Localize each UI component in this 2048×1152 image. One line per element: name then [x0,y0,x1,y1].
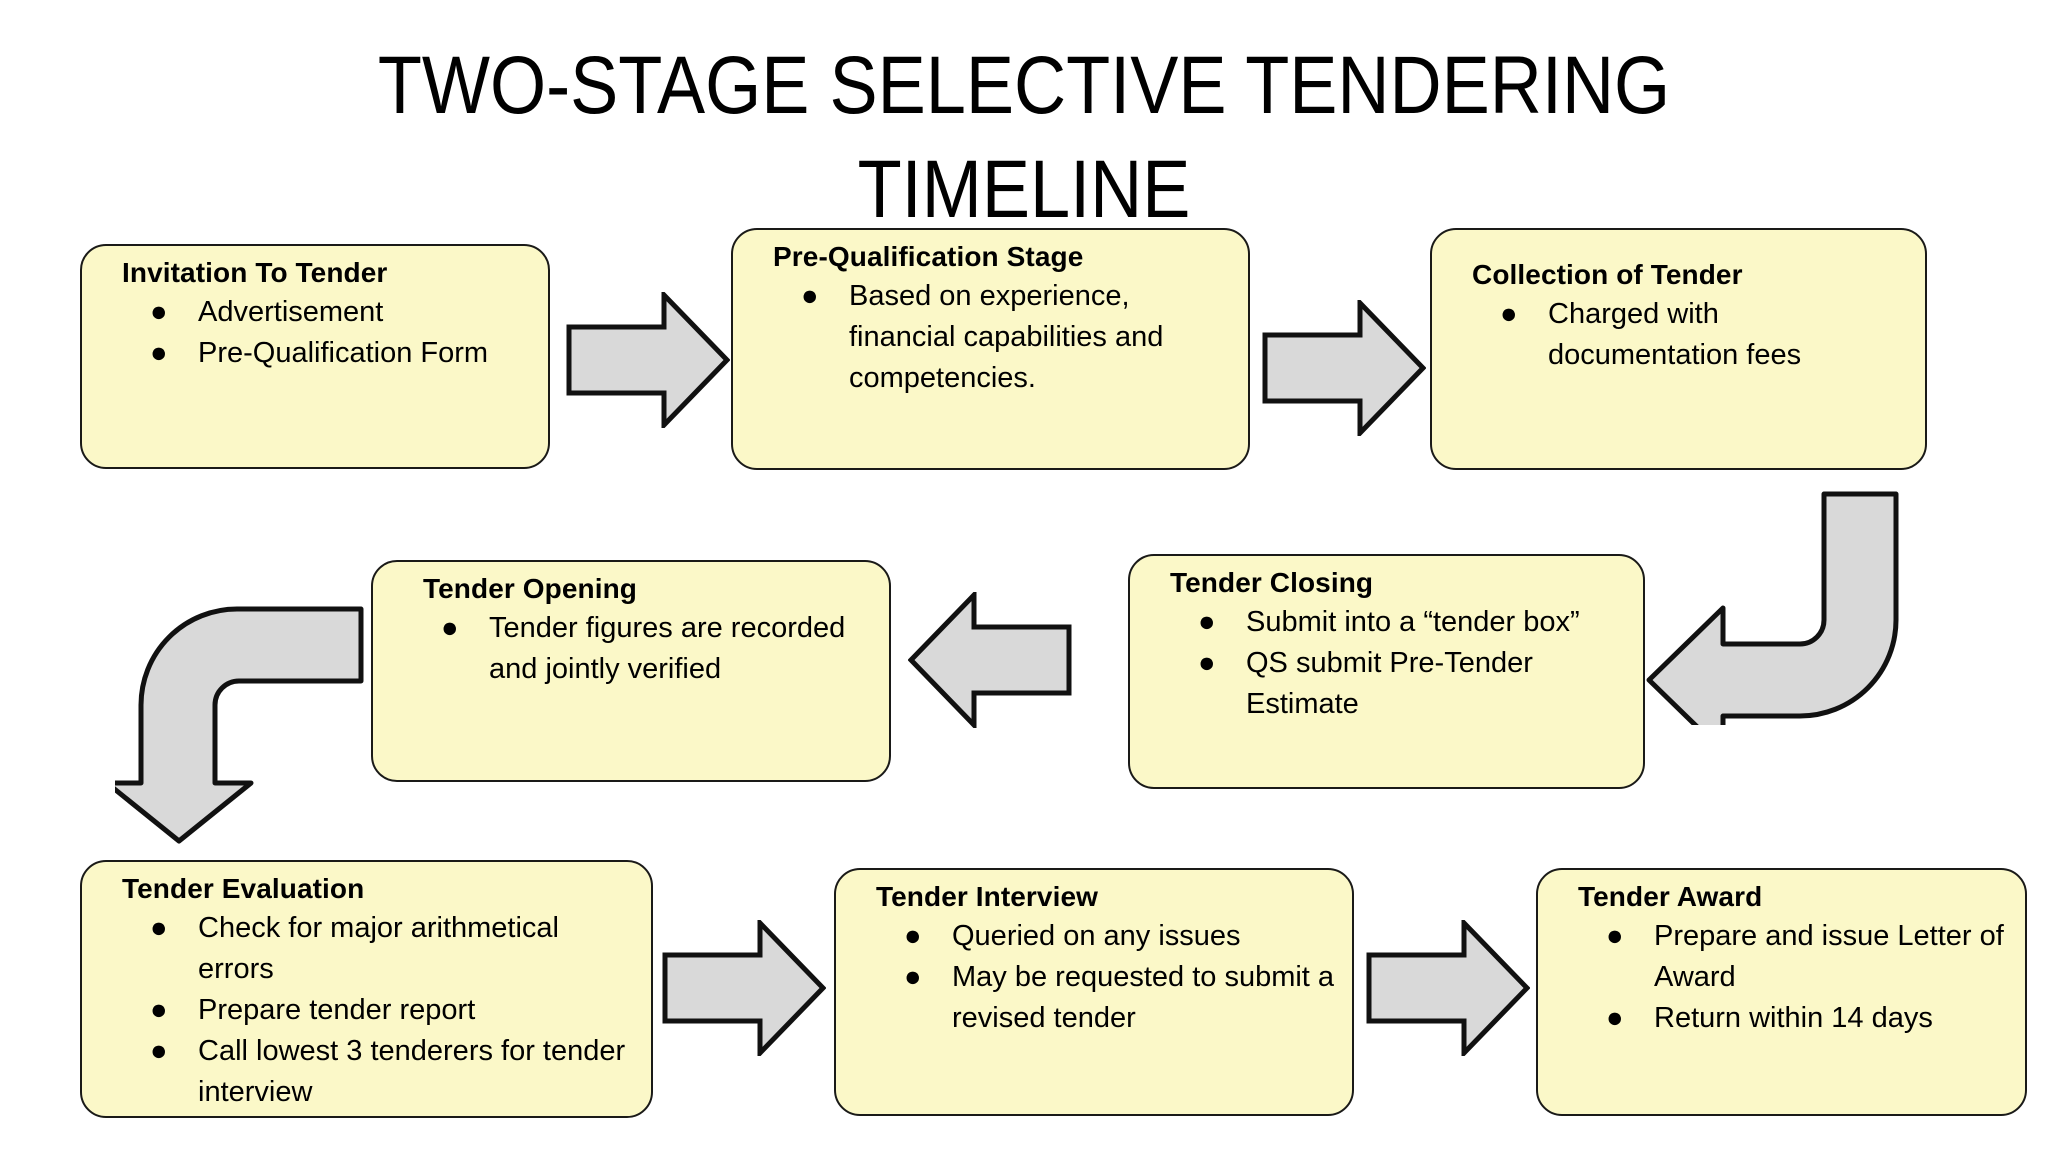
bullet-icon: ● [1198,606,1216,638]
list-item: ●Submit into a “tender box” [1152,602,1629,643]
node-title: Invitation To Tender [122,257,388,288]
list-item: ●Tender figures are recorded and jointly… [395,608,875,690]
node-bullet-list: ●Tender figures are recorded and jointly… [395,608,875,690]
node-bullet-list: ●Submit into a “tender box” ●QS submit P… [1152,602,1629,725]
arrow-invitation-to-prequalification [566,292,730,428]
list-item: ●Call lowest 3 tenderers for tender inte… [104,1031,637,1113]
node-tender-interview[interactable]: Tender Interview ●Queried on any issues … [834,868,1354,1116]
bullet-icon: ● [441,612,459,644]
list-item: ●Prepare and issue Letter of Award [1560,916,2011,998]
node-pre-qualification-stage[interactable]: Pre-Qualification Stage ●Based on experi… [731,228,1250,470]
node-title: Tender Opening [423,573,637,604]
list-item: ●Pre-Qualification Form [104,333,534,374]
node-bullet-list: ●Check for major arithmetical errors ●Pr… [104,908,637,1113]
bullet-icon: ● [904,961,922,993]
node-tender-opening[interactable]: Tender Opening ●Tender figures are recor… [371,560,891,782]
list-item: ●May be requested to submit a revised te… [858,957,1338,1039]
arrow-closing-to-opening [908,592,1072,728]
node-title: Tender Evaluation [122,873,365,904]
node-tender-closing[interactable]: Tender Closing ●Submit into a “tender bo… [1128,554,1645,789]
node-bullet-list: ●Advertisement ●Pre-Qualification Form [104,292,534,374]
page-title: TWO-STAGE SELECTIVE TENDERING TIMELINE [377,40,1671,235]
bullet-icon: ● [150,1035,168,1067]
list-item: ●Prepare tender report [104,990,637,1031]
arrow-prequalification-to-collection [1262,300,1426,436]
bullet-icon: ● [150,337,168,369]
list-item: ●Charged with documentation fees [1454,294,1911,376]
bullet-icon: ● [801,280,819,312]
node-title: Collection of Tender [1472,259,1743,290]
bullet-icon: ● [1500,298,1518,330]
node-bullet-list: ●Based on experience, financial capabili… [755,276,1234,399]
list-item: ●Queried on any issues [858,916,1338,957]
node-title: Tender Interview [876,881,1099,912]
list-item: ●Advertisement [104,292,534,333]
node-bullet-list: ●Prepare and issue Letter of Award ●Retu… [1560,916,2011,1039]
bullet-icon: ● [1606,920,1624,952]
bullet-icon: ● [150,912,168,944]
list-item: ●Return within 14 days [1560,998,2011,1039]
list-item: ●QS submit Pre-Tender Estimate [1152,643,1629,725]
node-bullet-list: ●Queried on any issues ●May be requested… [858,916,1338,1039]
node-title: Pre-Qualification Stage [773,241,1084,272]
bullet-icon: ● [150,296,168,328]
bullet-icon: ● [1606,1002,1624,1034]
node-tender-evaluation[interactable]: Tender Evaluation ●Check for major arith… [80,860,653,1118]
list-item: ●Check for major arithmetical errors [104,908,637,990]
node-bullet-list: ●Charged with documentation fees [1454,294,1911,376]
arrow-opening-to-evaluation [115,605,370,845]
list-item: ●Based on experience, financial capabili… [755,276,1234,399]
arrow-evaluation-to-interview [662,920,826,1056]
bullet-icon: ● [1198,647,1216,679]
node-invitation-to-tender[interactable]: Invitation To Tender ●Advertisement ●Pre… [80,244,550,469]
node-collection-of-tender[interactable]: Collection of Tender ●Charged with docum… [1430,228,1927,470]
node-title: Tender Award [1578,881,1763,912]
arrow-collection-to-closing [1645,490,1915,725]
node-title: Tender Closing [1170,567,1374,598]
bullet-icon: ● [904,920,922,952]
bullet-icon: ● [150,994,168,1026]
node-tender-award[interactable]: Tender Award ●Prepare and issue Letter o… [1536,868,2027,1116]
arrow-interview-to-award [1366,920,1530,1056]
